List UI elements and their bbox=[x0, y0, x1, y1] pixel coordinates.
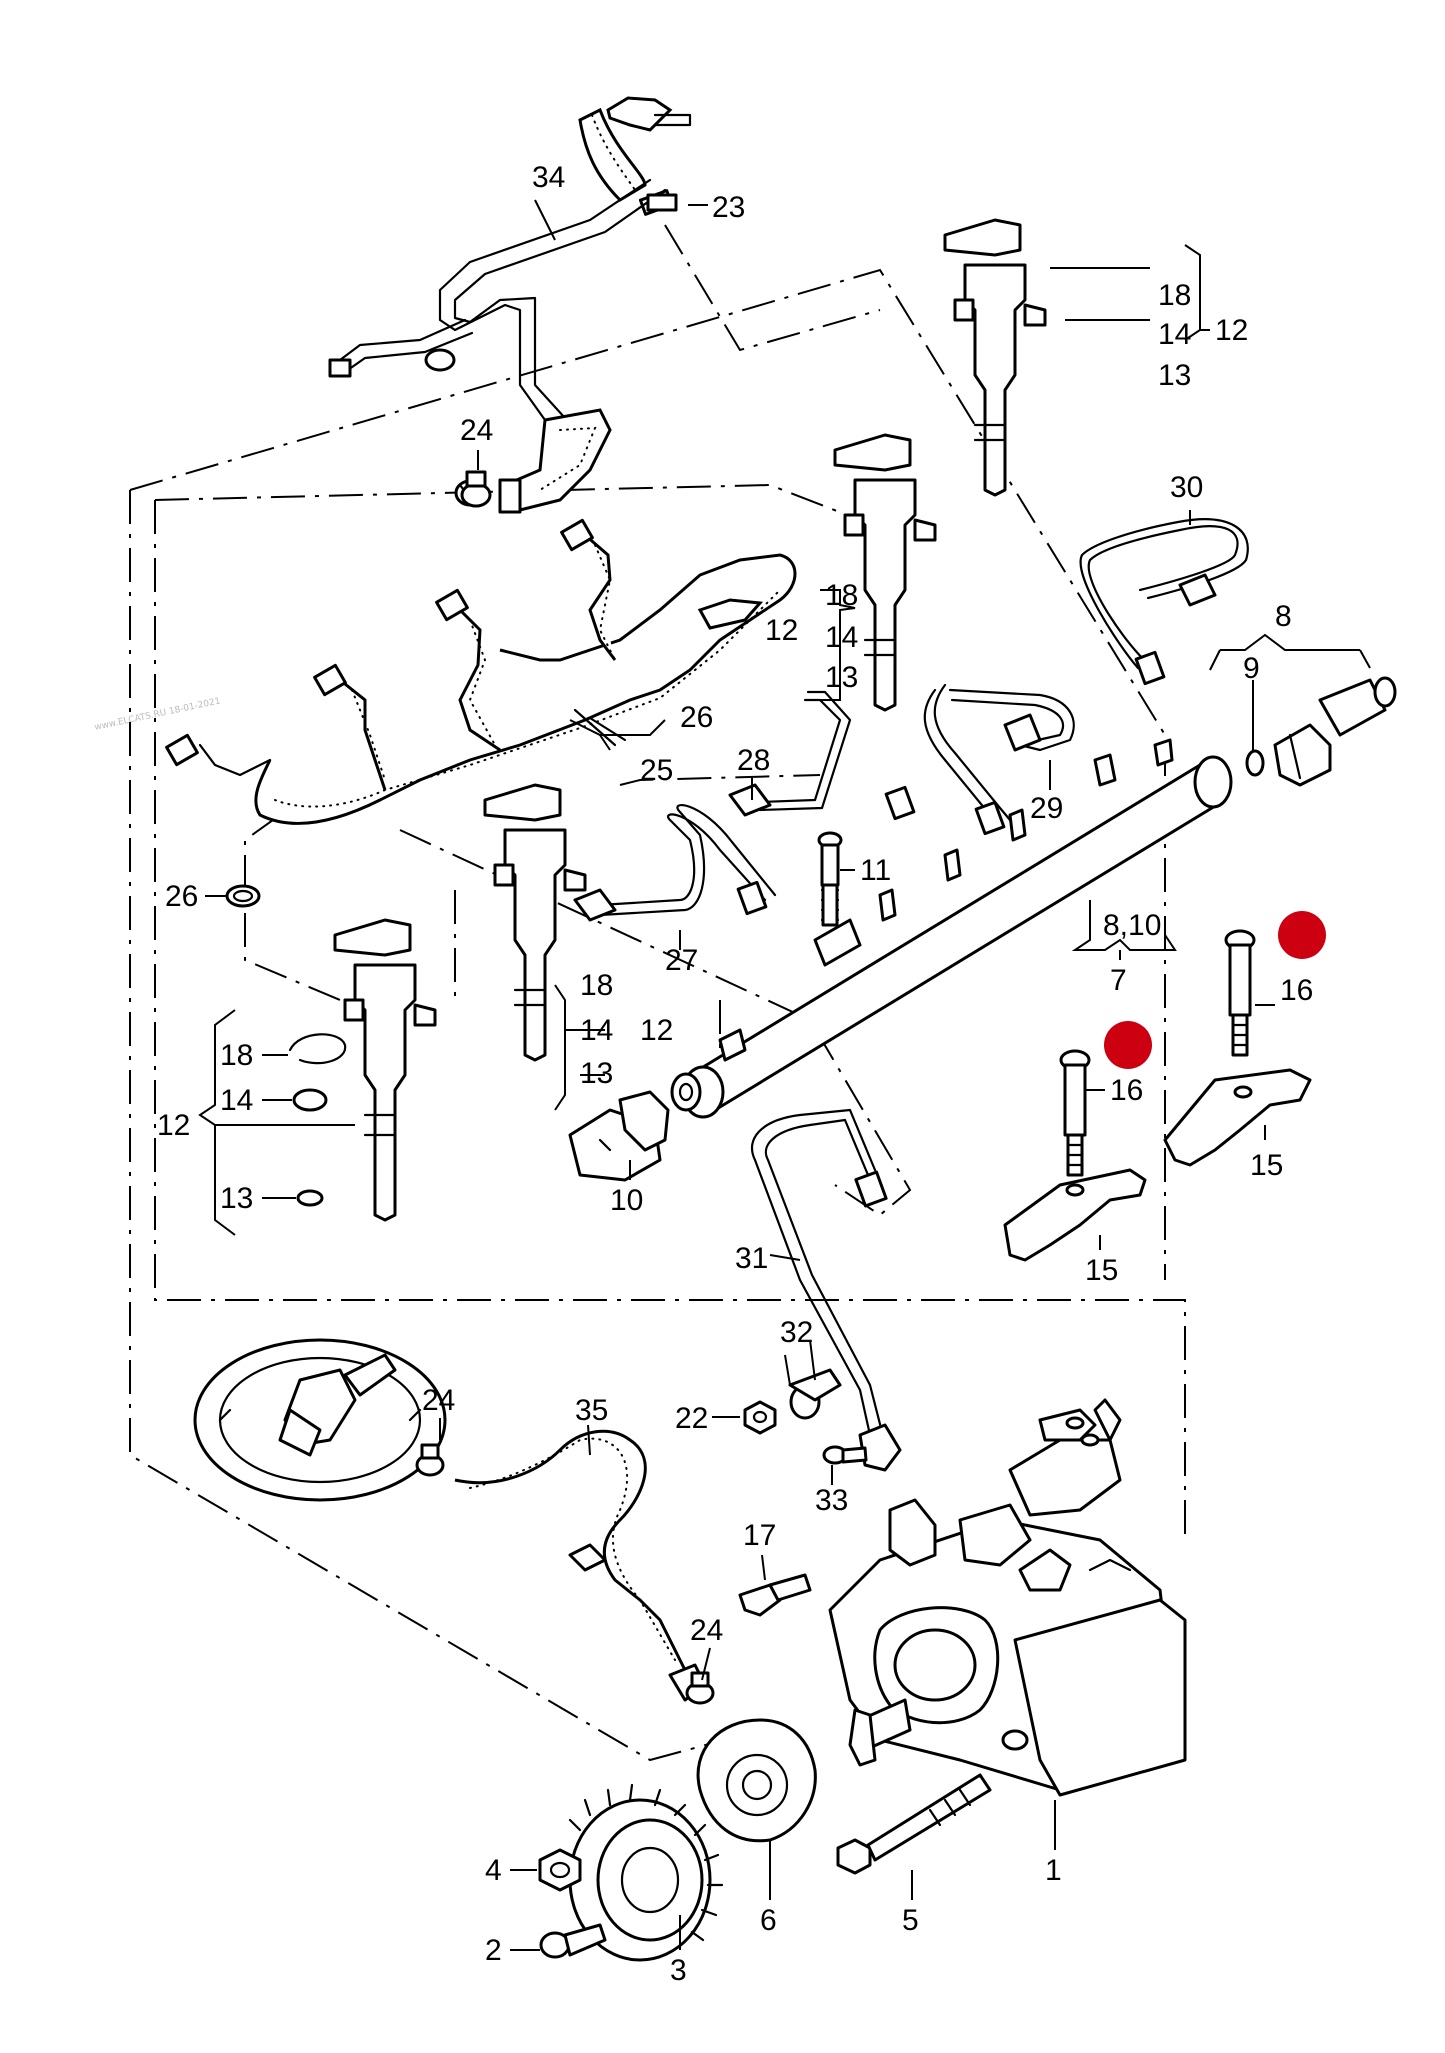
label-22: 22 bbox=[675, 1402, 708, 1435]
label-7: 7 bbox=[1110, 964, 1127, 997]
label-15: 15 bbox=[1085, 1254, 1118, 1287]
label-8: 8 bbox=[1275, 600, 1292, 633]
label-34: 34 bbox=[532, 161, 565, 194]
label-28: 28 bbox=[737, 744, 770, 777]
label-13: 13 bbox=[1158, 359, 1191, 392]
label-24: 24 bbox=[422, 1384, 455, 1417]
injector-seals-left bbox=[225, 884, 347, 1207]
label-11: 11 bbox=[860, 854, 891, 887]
bolt-5 bbox=[836, 1773, 992, 1875]
hose-clamp-24-middle bbox=[415, 1443, 445, 1477]
label-13: 13 bbox=[580, 1057, 613, 1090]
bolt-33 bbox=[822, 1445, 868, 1465]
label-1: 1 bbox=[1045, 1854, 1062, 1887]
nut-22 bbox=[743, 1400, 777, 1435]
watermark-text: www.ELCATS.RU 18-01-2021 bbox=[94, 696, 222, 733]
label-14: 14 bbox=[580, 1014, 613, 1047]
label-8-10: 8,10 bbox=[1103, 909, 1161, 942]
label-29: 29 bbox=[1030, 792, 1063, 825]
injector-wiring-harness bbox=[165, 518, 797, 825]
high-pressure-pump bbox=[828, 1398, 1187, 1797]
injector-top-right bbox=[943, 218, 1047, 497]
marker-dot-16-left bbox=[1104, 1021, 1152, 1069]
high-pressure-pipes bbox=[573, 518, 1249, 1472]
label-13: 13 bbox=[220, 1182, 253, 1215]
fuel-rail bbox=[670, 738, 1233, 1119]
label-30: 30 bbox=[1170, 471, 1203, 504]
label-10: 10 bbox=[610, 1184, 643, 1217]
label-26: 26 bbox=[680, 701, 713, 734]
hose-clamp-24-top bbox=[460, 470, 492, 508]
label-18: 18 bbox=[1158, 279, 1191, 312]
label-18: 18 bbox=[825, 579, 858, 612]
label-6: 6 bbox=[760, 1904, 777, 1937]
label-14: 14 bbox=[1158, 318, 1191, 351]
label-16: 16 bbox=[1110, 1074, 1143, 1107]
label-18: 18 bbox=[580, 969, 613, 1002]
bolt-11 bbox=[817, 831, 843, 927]
injector-middle-right bbox=[833, 433, 937, 712]
label-12: 12 bbox=[1215, 314, 1248, 347]
injector-bottom-left bbox=[333, 918, 437, 1222]
label-9: 9 bbox=[1243, 652, 1260, 685]
label-26: 26 bbox=[165, 880, 198, 913]
label-25: 25 bbox=[640, 754, 673, 787]
label-35: 35 bbox=[575, 1394, 608, 1427]
fuel-tank-flange bbox=[193, 1338, 447, 1502]
bolt-16-right bbox=[1224, 929, 1256, 1057]
pump-hub-6 bbox=[696, 1718, 817, 1843]
label-5: 5 bbox=[902, 1904, 919, 1937]
injector-middle-left bbox=[483, 783, 587, 1062]
label-24: 24 bbox=[690, 1614, 723, 1647]
label-4: 4 bbox=[485, 1854, 502, 1887]
label-33: 33 bbox=[815, 1484, 848, 1517]
clamp-bracket-15-right bbox=[1163, 1068, 1312, 1167]
bolt-16-left bbox=[1059, 1049, 1091, 1177]
nut-4 bbox=[538, 1848, 582, 1892]
label-27: 27 bbox=[665, 944, 698, 977]
label-18: 18 bbox=[220, 1039, 253, 1072]
part-number-labels: 34 23 18 14 13 12 24 30 8 9 18 14 13 12 … bbox=[157, 161, 1313, 1987]
label-16: 16 bbox=[1280, 974, 1313, 1007]
clamp-bracket-15-left bbox=[1003, 1168, 1147, 1262]
rail-pressure-sensor bbox=[1245, 676, 1397, 787]
bolt-2 bbox=[539, 1923, 607, 1959]
label-32: 32 bbox=[780, 1316, 813, 1349]
hose-clamp-24-bottom bbox=[685, 1671, 715, 1705]
label-2: 2 bbox=[485, 1934, 502, 1967]
pump-sprocket bbox=[568, 1783, 724, 1962]
fuel-supply-hose-35 bbox=[454, 1429, 707, 1702]
leader-lines bbox=[198, 199, 1371, 1951]
label-12: 12 bbox=[765, 614, 798, 647]
hose-clip-23 bbox=[646, 193, 678, 212]
label-15: 15 bbox=[1250, 1149, 1283, 1182]
label-17: 17 bbox=[743, 1519, 776, 1552]
marker-dot-16-right bbox=[1278, 911, 1326, 959]
label-14: 14 bbox=[220, 1084, 253, 1117]
label-12: 12 bbox=[157, 1109, 190, 1142]
label-31: 31 bbox=[735, 1242, 768, 1275]
bracket-32 bbox=[788, 1368, 842, 1420]
label-13: 13 bbox=[825, 661, 858, 694]
pressure-regulator bbox=[568, 1090, 670, 1182]
label-24: 24 bbox=[460, 414, 493, 447]
banjo-bolt-17 bbox=[738, 1573, 812, 1617]
label-3: 3 bbox=[670, 1954, 687, 1987]
label-14: 14 bbox=[825, 621, 858, 654]
fuel-return-hose-34 bbox=[328, 96, 692, 514]
label-23: 23 bbox=[712, 191, 745, 224]
label-12: 12 bbox=[640, 1014, 673, 1047]
